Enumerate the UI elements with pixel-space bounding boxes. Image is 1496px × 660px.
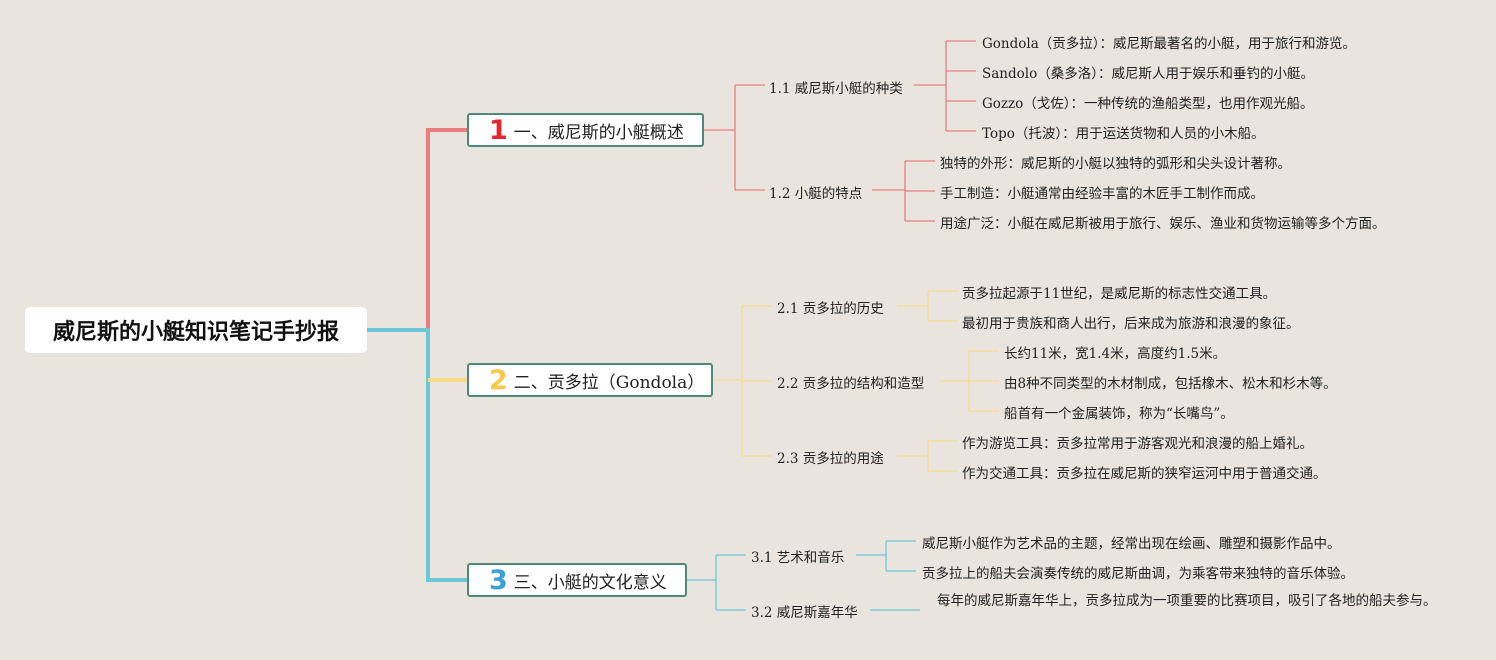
connector-root-1 (367, 128, 467, 332)
connectors-section-3 (686, 540, 920, 611)
section-number-1: 1 (489, 114, 508, 146)
section-number-2: 2 (489, 364, 508, 396)
leaf-1-1-2: Sandolo（桑多洛）：威尼斯人用于娱乐和垂钓的小艇。 (982, 66, 1314, 82)
leaf-1-2-1: 独特的外形：威尼斯的小艇以独特的弧形和尖头设计著称。 (940, 156, 1291, 172)
leaf-2-3-2: 作为交通工具：贡多拉在威尼斯的狭窄运河中用于普通交通。 (962, 466, 1327, 482)
subtopic-3-1[interactable]: 3.1 艺术和音乐 (751, 550, 845, 566)
leaf-2-2-1: 长约11米，宽1.4米，高度约1.5米。 (1004, 346, 1227, 362)
section-2-label: 二、贡多拉（Gondola） (513, 372, 705, 393)
subtopic-2-2[interactable]: 2.2 贡多拉的结构和造型 (777, 376, 925, 392)
leaf-2-3-1: 作为游览工具：贡多拉常用于游客观光和浪漫的船上婚礼。 (962, 436, 1313, 452)
section-1-box[interactable]: 1 一、威尼斯的小艇概述 (467, 113, 704, 147)
section-3-box[interactable]: 3 三、小艇的文化意义 (467, 563, 687, 597)
subtopic-3-2[interactable]: 3.2 威尼斯嘉年华 (751, 605, 858, 621)
leaf-3-1-2: 贡多拉上的船夫会演奏传统的威尼斯曲调，为乘客带来独特的音乐体验。 (922, 566, 1354, 582)
leaf-1-1-1: Gondola（贡多拉）：威尼斯最著名的小艇，用于旅行和游览。 (982, 36, 1356, 52)
section-3-label: 三、小艇的文化意义 (513, 572, 667, 593)
root-title: 威尼斯的小艇知识笔记手抄报 (25, 307, 367, 353)
connectors-section-1 (703, 40, 976, 222)
connector-root-3 (367, 328, 467, 582)
subtopic-2-1[interactable]: 2.1 贡多拉的历史 (777, 301, 884, 317)
leaf-3-2-1: 每年的威尼斯嘉年华上，贡多拉成为一项重要的比赛项目，吸引了各地的船夫参与。 (937, 593, 1437, 609)
leaf-1-2-2: 手工制造：小艇通常由经验丰富的木匠手工制作而成。 (940, 186, 1264, 202)
section-number-3: 3 (489, 564, 508, 596)
connectors-section-2 (712, 290, 999, 472)
subtopic-1-1[interactable]: 1.1 威尼斯小艇的种类 (769, 81, 903, 97)
leaf-1-2-3: 用途广泛：小艇在威尼斯被用于旅行、娱乐、渔业和货物运输等多个方面。 (940, 216, 1386, 232)
subtopic-2-3[interactable]: 2.3 贡多拉的用途 (777, 451, 884, 467)
leaf-2-2-3: 船首有一个金属装饰，称为“长嘴鸟”。 (1004, 406, 1234, 422)
subtopic-1-2[interactable]: 1.2 小艇的特点 (769, 186, 863, 202)
leaf-1-1-4: Topo（托波）：用于运送货物和人员的小木船。 (982, 126, 1265, 142)
section-2-box[interactable]: 2 二、贡多拉（Gondola） (467, 363, 713, 397)
leaf-1-1-3: Gozzo（戈佐）：一种传统的渔船类型，也用作观光船。 (982, 96, 1314, 112)
section-1-label: 一、威尼斯的小艇概述 (513, 122, 684, 143)
leaf-2-1-1: 贡多拉起源于11世纪，是威尼斯的标志性交通工具。 (962, 286, 1277, 302)
leaf-2-1-2: 最初用于贵族和商人出行，后来成为旅游和浪漫的象征。 (962, 316, 1300, 332)
leaf-3-1-1: 威尼斯小艇作为艺术品的主题，经常出现在绘画、雕塑和摄影作品中。 (922, 536, 1341, 552)
leaf-2-2-2: 由8种不同类型的木材制成，包括橡木、松木和杉木等。 (1004, 376, 1337, 392)
